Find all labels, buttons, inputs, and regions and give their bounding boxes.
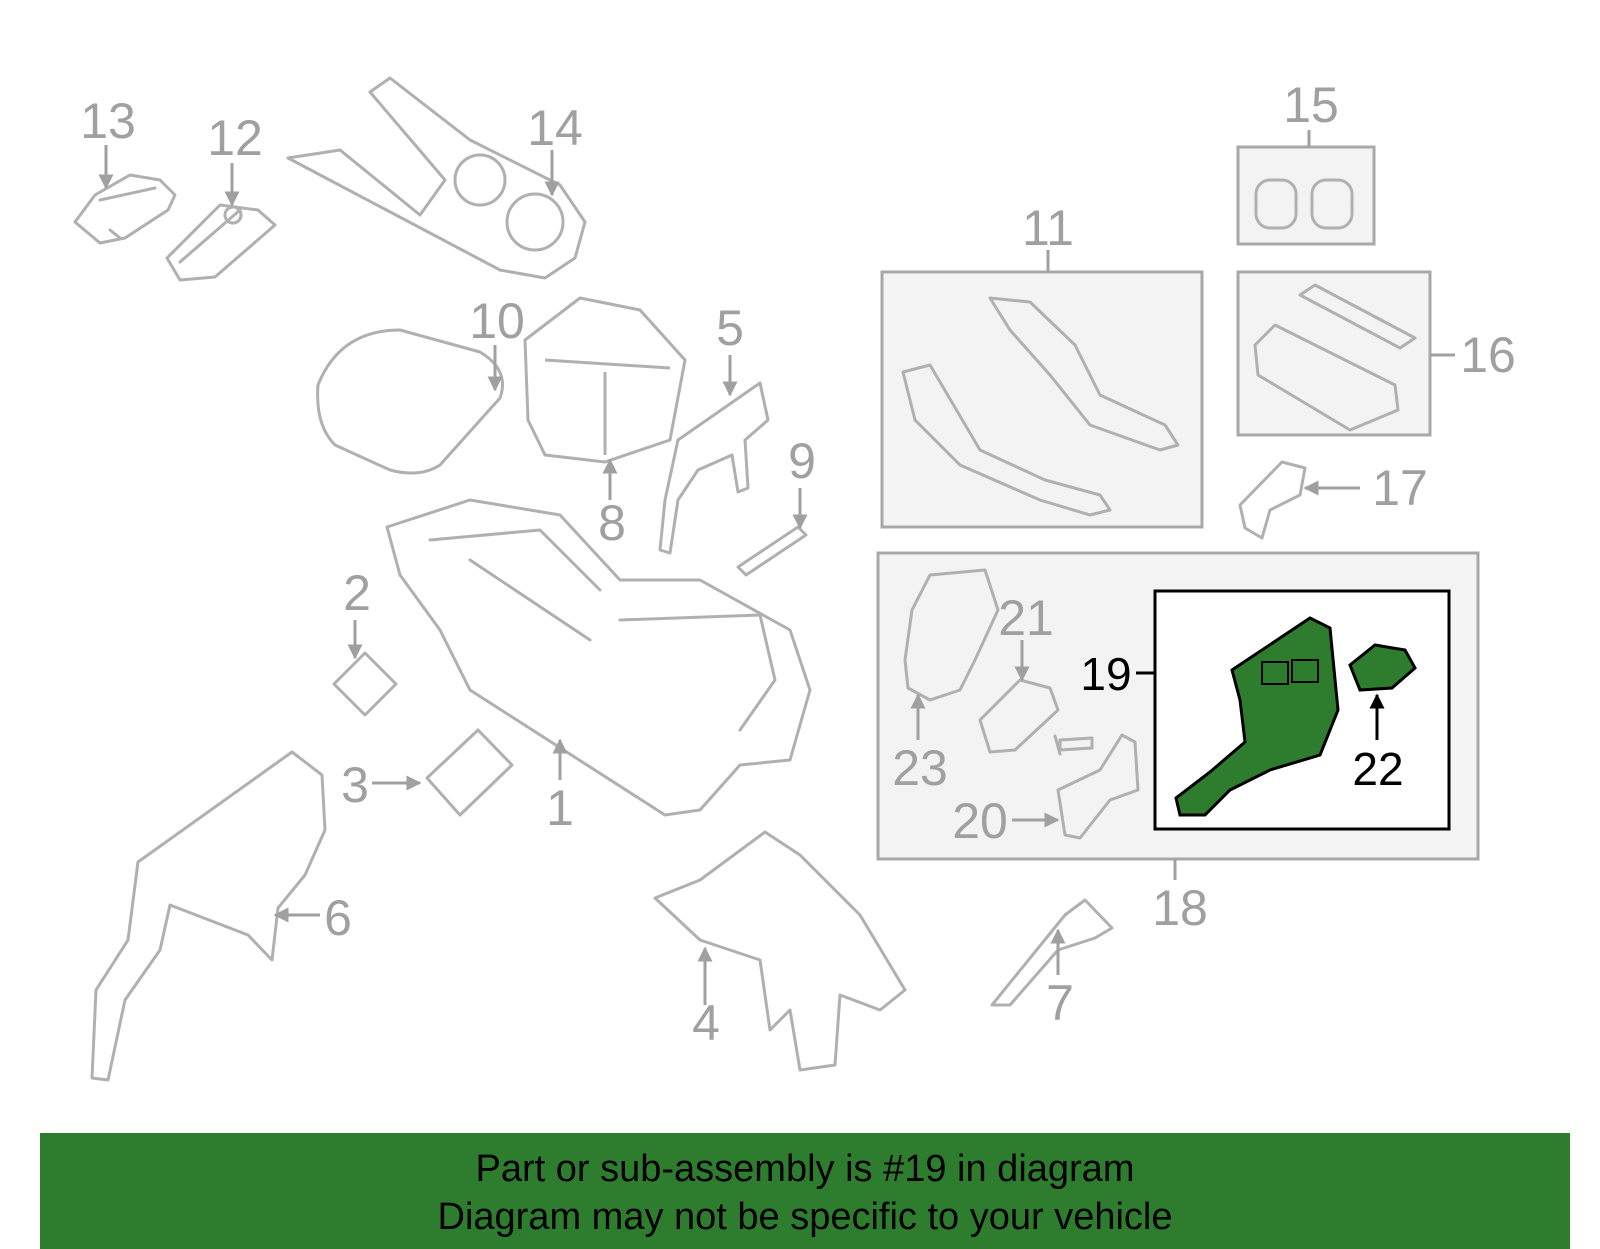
part-12 <box>165 203 277 282</box>
part-14-cupholder-a <box>453 153 507 207</box>
callout-10: 10 <box>469 293 525 349</box>
part-8 <box>523 296 687 464</box>
callout-2: 2 <box>343 565 371 621</box>
part-1-inner <box>428 528 777 732</box>
callout-16: 16 <box>1460 327 1516 383</box>
callout-15: 15 <box>1283 77 1339 133</box>
part-2 <box>332 651 398 717</box>
part-9 <box>736 525 808 577</box>
callout-4: 4 <box>692 995 720 1051</box>
banner-line-2: Diagram may not be specific to your vehi… <box>437 1196 1173 1238</box>
part-22 <box>1348 643 1417 692</box>
part-13 <box>73 173 177 245</box>
part-14 <box>286 76 587 280</box>
part-15-cup-b <box>1310 178 1354 230</box>
part-11-trim-b <box>988 296 1180 452</box>
callout-3: 3 <box>341 757 369 813</box>
callout-19: 19 <box>1080 648 1131 700</box>
part-bolt <box>1053 734 1094 756</box>
group-box-11 <box>880 270 1204 529</box>
callout-1: 1 <box>546 780 574 836</box>
part-3 <box>425 728 514 817</box>
group-box-15 <box>1236 145 1376 246</box>
part-7 <box>990 898 1114 1007</box>
part-20 <box>1056 733 1140 840</box>
part-16-strip <box>1298 283 1417 350</box>
part-19 <box>1174 616 1340 817</box>
callout-14: 14 <box>527 100 583 156</box>
part-17 <box>1238 460 1307 540</box>
callout-6: 6 <box>324 890 352 946</box>
callout-11: 11 <box>1022 200 1074 256</box>
part-5 <box>658 381 770 555</box>
part-14-cupholder-b <box>505 192 565 252</box>
callout-22: 22 <box>1352 743 1403 795</box>
part-6 <box>90 750 327 1082</box>
callout-7: 7 <box>1046 975 1074 1031</box>
banner-line-1: Part or sub-assembly is #19 in diagram <box>475 1148 1135 1190</box>
callout-18: 18 <box>1152 880 1208 936</box>
callout-23: 23 <box>892 740 948 796</box>
callout-13: 13 <box>80 93 136 149</box>
callout-17: 17 <box>1372 460 1428 516</box>
callout-12: 12 <box>207 110 263 166</box>
callout-8: 8 <box>598 495 626 551</box>
part-11-trim-a <box>901 363 1112 517</box>
part-19-vent-a <box>1261 661 1289 685</box>
callout-5: 5 <box>716 300 744 356</box>
part-1 <box>385 498 812 817</box>
part-10 <box>316 328 504 475</box>
part-4 <box>653 830 907 1072</box>
callout-20: 20 <box>952 793 1008 849</box>
part-15-cup-a <box>1254 178 1298 230</box>
part-16-module <box>1253 323 1400 432</box>
part-23 <box>903 568 1000 702</box>
info-banner: Part or sub-assembly is #19 in diagram D… <box>40 1133 1570 1249</box>
part-19-vent-b <box>1291 659 1319 683</box>
callout-9: 9 <box>788 433 816 489</box>
callout-21: 21 <box>998 590 1054 646</box>
